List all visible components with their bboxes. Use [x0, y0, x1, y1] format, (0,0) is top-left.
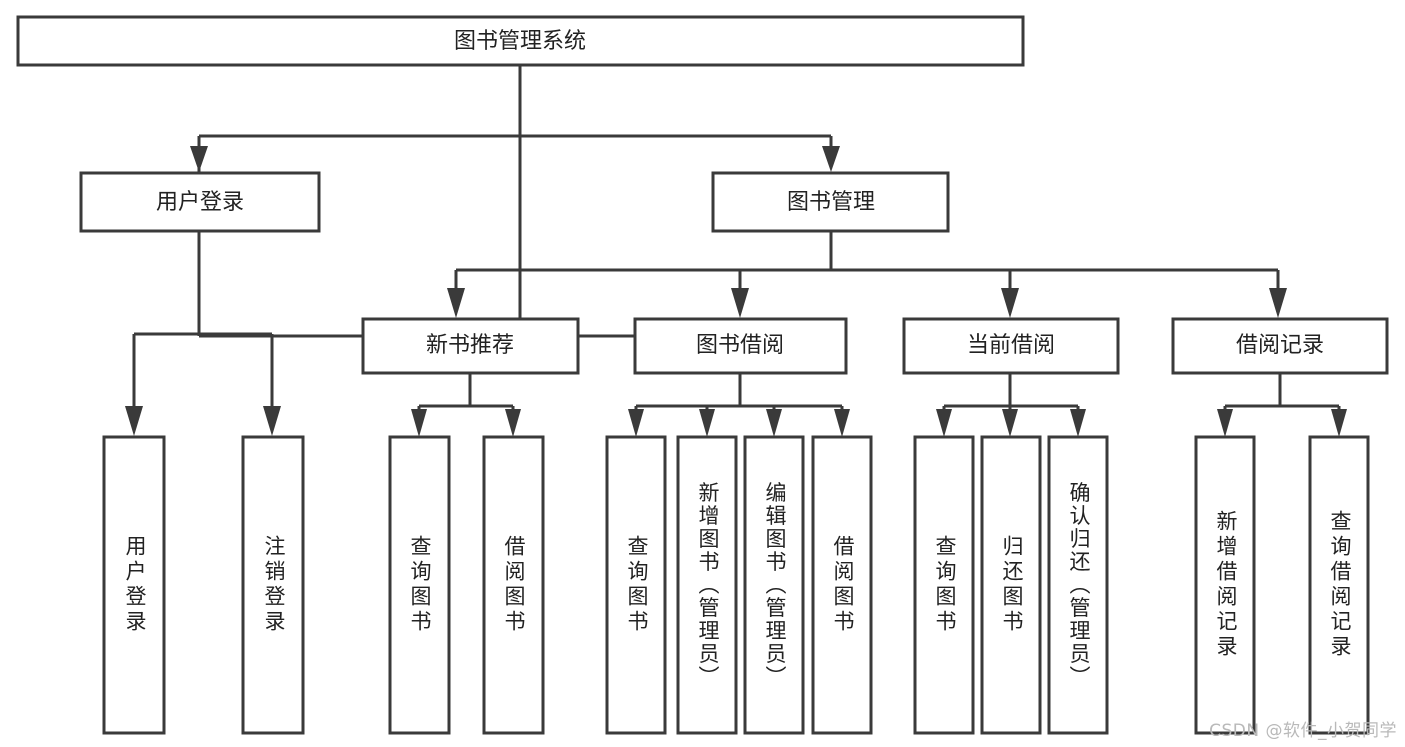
leaf-current-borrow-3[interactable]: 确认归还（管理员） — [1047, 435, 1109, 735]
leaf-book-borrow-2-box[interactable] — [676, 435, 738, 735]
arrow-to-book-management — [822, 146, 840, 172]
node-book-borrow-box[interactable] — [633, 317, 848, 375]
leaf-borrow-record-2[interactable]: 查询借阅记录 — [1308, 435, 1370, 735]
leaf-current-borrow-3-box[interactable] — [1047, 435, 1109, 735]
node-book-management-box[interactable] — [711, 171, 950, 233]
node-borrow-record[interactable]: 借阅记录 — [1171, 317, 1389, 375]
leaf-current-borrow-3-label: 确认归还（管理员） — [1067, 482, 1091, 689]
leaf-borrow-record-2-label: 查询借阅记录 — [1328, 510, 1352, 660]
leaf-user-login-1-label: 用户登录 — [123, 535, 147, 635]
arrow-to-new-book-leaf-2 — [505, 409, 521, 437]
arrow-to-user-login-leaf-2 — [263, 406, 281, 436]
csdn-watermark: CSDN @软件_小贺同学 — [1209, 721, 1397, 741]
connector-book-management-sub — [454, 232, 1280, 290]
connector-user-login-sub — [132, 232, 274, 412]
leaf-new-book-1-box[interactable] — [388, 435, 451, 735]
leaf-user-login-2[interactable]: 注销登录 — [241, 435, 305, 735]
leaf-book-borrow-4[interactable]: 借阅图书 — [811, 435, 873, 735]
arrow-to-borrow-record-leaf-1 — [1217, 409, 1233, 437]
leaf-book-borrow-3-label: 编辑图书（管理员） — [763, 482, 787, 689]
arrow-to-book-borrow-leaf-1 — [628, 409, 644, 437]
node-current-borrow-label: 当前借阅 — [967, 333, 1055, 358]
connector-borrow-record-sub — [1223, 374, 1341, 416]
leaf-borrow-record-1-label: 新增借阅记录 — [1214, 510, 1238, 660]
leaf-current-borrow-2-box[interactable] — [980, 435, 1042, 735]
arrow-to-book-borrow-leaf-3 — [766, 409, 782, 437]
leaf-user-login-1-box[interactable] — [102, 435, 166, 735]
leaf-current-borrow-1[interactable]: 查询图书 — [913, 435, 975, 735]
arrow-to-user-login — [190, 146, 208, 172]
leaf-book-borrow-1[interactable]: 查询图书 — [605, 435, 667, 735]
leaf-borrow-record-1-box[interactable] — [1194, 435, 1256, 735]
leaf-new-book-2[interactable]: 借阅图书 — [482, 435, 545, 735]
arrow-to-book-borrow — [731, 288, 749, 318]
arrow-to-new-book — [447, 288, 465, 318]
node-user-login[interactable]: 用户登录 — [79, 171, 321, 233]
leaf-new-book-1[interactable]: 查询图书 — [388, 435, 451, 735]
leaf-current-borrow-1-label: 查询图书 — [933, 535, 957, 635]
node-root-label: 图书管理系统 — [454, 29, 586, 54]
leaf-user-login-2-box[interactable] — [241, 435, 305, 735]
node-root-box[interactable] — [16, 15, 1025, 67]
node-new-book[interactable]: 新书推荐 — [361, 317, 580, 375]
leaf-current-borrow-2-label: 归还图书 — [1000, 535, 1024, 635]
connector-new-book-sub — [417, 374, 515, 416]
leaf-new-book-1-label: 查询图书 — [408, 535, 432, 635]
arrow-to-book-borrow-leaf-4 — [834, 409, 850, 437]
node-current-borrow[interactable]: 当前借阅 — [902, 317, 1120, 375]
leaf-user-login-1[interactable]: 用户登录 — [102, 435, 166, 735]
leaf-book-borrow-2[interactable]: 新增图书（管理员） — [676, 435, 738, 735]
arrow-to-current-borrow — [1001, 288, 1019, 318]
arrow-to-borrow-record — [1269, 288, 1287, 318]
leaf-borrow-record-1[interactable]: 新增借阅记录 — [1194, 435, 1256, 735]
node-borrow-record-label: 借阅记录 — [1236, 333, 1324, 358]
node-borrow-record-box[interactable] — [1171, 317, 1389, 375]
leaf-current-borrow-1-box[interactable] — [913, 435, 975, 735]
node-book-management[interactable]: 图书管理 — [711, 171, 950, 233]
leaf-new-book-2-label: 借阅图书 — [502, 535, 526, 635]
leaf-book-borrow-1-label: 查询图书 — [625, 535, 649, 635]
node-book-borrow-label: 图书借阅 — [696, 333, 784, 358]
arrow-to-new-book-leaf-1 — [411, 409, 427, 437]
arrow-to-user-login-leaf-1 — [125, 406, 143, 436]
leaf-book-borrow-3-box[interactable] — [743, 435, 805, 735]
leaf-book-borrow-1-box[interactable] — [605, 435, 667, 735]
node-user-login-label: 用户登录 — [156, 190, 244, 215]
leaf-book-borrow-2-label: 新增图书（管理员） — [696, 482, 720, 689]
arrow-to-borrow-record-leaf-2 — [1331, 409, 1347, 437]
leaf-user-login-2-label: 注销登录 — [262, 535, 286, 635]
leaf-new-book-2-box[interactable] — [482, 435, 545, 735]
leaf-borrow-record-2-box[interactable] — [1308, 435, 1370, 735]
node-new-book-box[interactable] — [361, 317, 580, 375]
node-current-borrow-box[interactable] — [902, 317, 1120, 375]
node-user-login-box[interactable] — [79, 171, 321, 233]
node-root[interactable]: 图书管理系统 — [16, 15, 1025, 67]
connector-book-borrow-sub — [634, 374, 844, 416]
arrow-to-book-borrow-leaf-2 — [699, 409, 715, 437]
leaf-book-borrow-4-box[interactable] — [811, 435, 873, 735]
arrow-to-current-borrow-leaf-2 — [1002, 409, 1018, 437]
arrow-to-current-borrow-leaf-3 — [1070, 409, 1086, 437]
leaf-book-borrow-4-label: 借阅图书 — [831, 535, 855, 635]
node-book-borrow[interactable]: 图书借阅 — [633, 317, 848, 375]
connector-root-bar-main — [197, 66, 833, 160]
leaf-book-borrow-3[interactable]: 编辑图书（管理员） — [743, 435, 805, 735]
leaf-current-borrow-2[interactable]: 归还图书 — [980, 435, 1042, 735]
node-new-book-label: 新书推荐 — [426, 333, 514, 358]
connectors — [125, 66, 1347, 437]
node-book-management-label: 图书管理 — [787, 190, 875, 215]
arrow-to-current-borrow-leaf-1 — [936, 409, 952, 437]
